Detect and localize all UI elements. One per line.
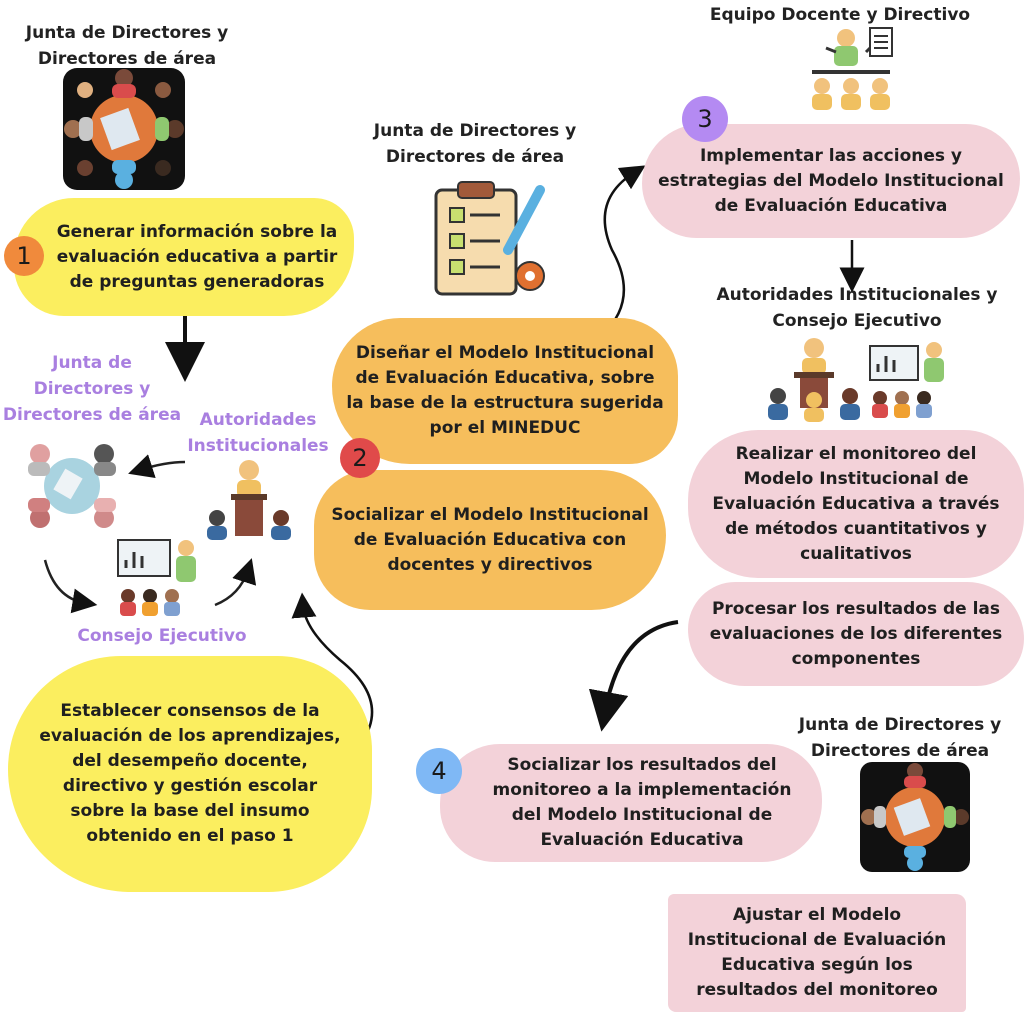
monitoring-text: Realizar el monitoreo del Modelo Institu…: [712, 443, 1000, 564]
step1-bubble: Generar información sobre la evaluación …: [14, 198, 354, 316]
process-bubble: Procesar los resultados de las evaluacio…: [688, 582, 1024, 686]
adjust-bubble: Ajustar el Modelo Institucional de Evalu…: [668, 894, 966, 1012]
label-autoridades-purple: Autoridades Institucionales: [187, 410, 329, 456]
monitoring-bubble: Realizar el monitoreo del Modelo Institu…: [688, 430, 1024, 578]
step2-bubble: Socializar el Modelo Institucional de Ev…: [314, 470, 666, 610]
step4-bubble: Socializar los resultados del monitoreo …: [440, 744, 822, 862]
step1-badge: 1: [4, 236, 44, 276]
label-junta-purple: Junta de Directores y Directores de área: [2, 353, 182, 425]
label-junta-middle: Junta de Directores y Directores de área: [373, 121, 577, 167]
design-text: Diseñar el Modelo Institucional de Evalu…: [346, 343, 664, 438]
adjust-text: Ajustar el Modelo Institucional de Evalu…: [687, 905, 947, 1000]
arrow-cycle-left: [43, 559, 98, 614]
label-equipo-docente: Equipo Docente y Directivo: [709, 5, 971, 25]
process-text: Procesar los resultados de las evaluacio…: [709, 598, 1003, 669]
label-junta-bottom-right: Junta de Directores y Directores de área: [798, 715, 1002, 761]
step3-badge: 3: [682, 96, 728, 142]
arrow-consensus-to-step2: [291, 592, 374, 743]
arrow-cycle-right: [214, 558, 257, 607]
step4-badge: 4: [416, 748, 462, 794]
step4-text: Socializar los resultados del monitoreo …: [492, 755, 792, 850]
label-autoridades-consejo: Autoridades Institucionales y Consejo Ej…: [716, 285, 998, 331]
step3-text: Implementar las acciones y estrategias d…: [658, 145, 1004, 216]
presentation-board-icon: [117, 539, 196, 616]
checklist-clipboard-icon: [434, 181, 545, 296]
arrow-design-to-step3: [601, 165, 646, 336]
meeting-table-bottom-icon: [860, 762, 970, 872]
presenter-board-icon: [869, 342, 944, 418]
arrow-process-to-step4: [588, 620, 679, 732]
label-consejo-purple: Consejo Ejecutivo: [77, 626, 247, 646]
step3-bubble: Implementar las acciones y estrategias d…: [642, 124, 1020, 238]
label-junta-top-left: Junta de Directores y Directores de área: [25, 23, 229, 69]
podium-audience-icon: [768, 338, 860, 422]
arrow-cycle-top: [128, 454, 186, 479]
design-bubble: Diseñar el Modelo Institucional de Evalu…: [332, 318, 678, 464]
step2-badge: 2: [340, 438, 380, 478]
consensus-text: Establecer consensos de la evaluación de…: [39, 701, 341, 846]
step1-text: Generar información sobre la evaluación …: [56, 221, 338, 292]
step2-text: Socializar el Modelo Institucional de Ev…: [331, 504, 649, 575]
consensus-bubble: Establecer consensos de la evaluación de…: [8, 656, 372, 892]
teacher-audience-icon: [812, 27, 893, 110]
podium-speaker-icon: [207, 460, 291, 540]
meeting-table-icon: [63, 68, 185, 190]
meeting-table-small-icon: [28, 444, 116, 528]
